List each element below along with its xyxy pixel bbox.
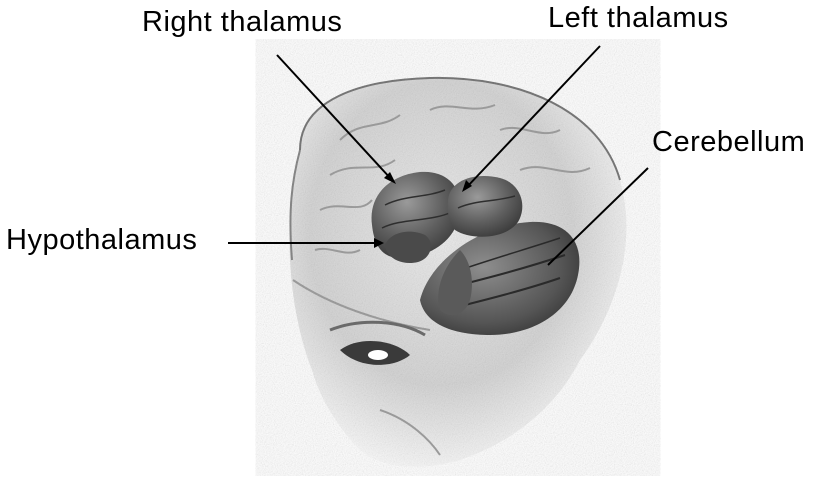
right-thalamus-label: Right thalamus bbox=[142, 8, 342, 37]
hypothalamus-label: Hypothalamus bbox=[6, 226, 197, 255]
left-thalamus-label: Left thalamus bbox=[548, 4, 729, 33]
left-thalamus-structure bbox=[448, 176, 523, 237]
cerebellum-label: Cerebellum bbox=[652, 128, 805, 157]
